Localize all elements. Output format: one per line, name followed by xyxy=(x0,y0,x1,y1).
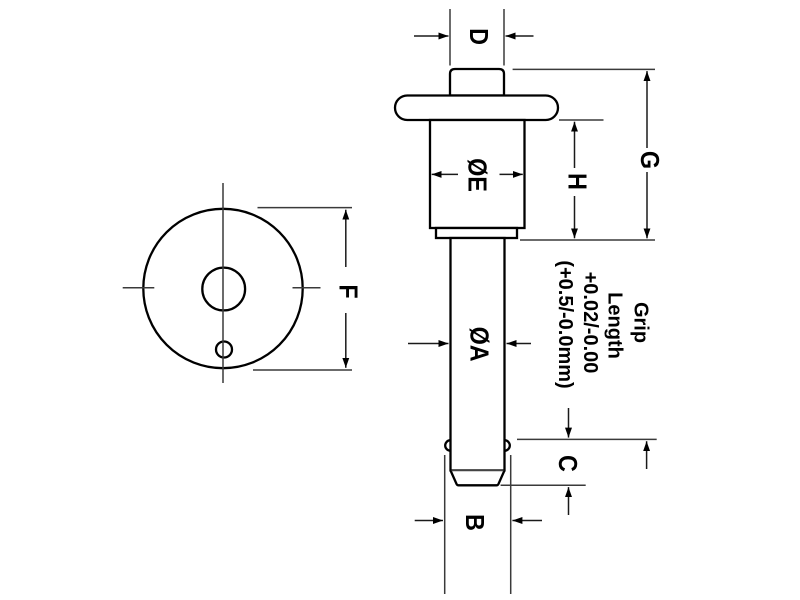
svg-text:ØE: ØE xyxy=(462,158,490,192)
svg-text:B: B xyxy=(460,514,488,531)
svg-text:C: C xyxy=(553,455,581,472)
svg-text:Length: Length xyxy=(604,292,626,359)
svg-text:G: G xyxy=(635,151,663,169)
svg-text:D: D xyxy=(464,28,492,45)
svg-text:F: F xyxy=(333,284,361,298)
svg-text:ØA: ØA xyxy=(464,327,492,362)
svg-text:Grip: Grip xyxy=(630,302,652,343)
svg-text:H: H xyxy=(562,173,590,190)
svg-text:+0.02/-0.00: +0.02/-0.00 xyxy=(579,272,601,374)
svg-text:(+0.5/-0.0mm): (+0.5/-0.0mm) xyxy=(554,260,576,388)
